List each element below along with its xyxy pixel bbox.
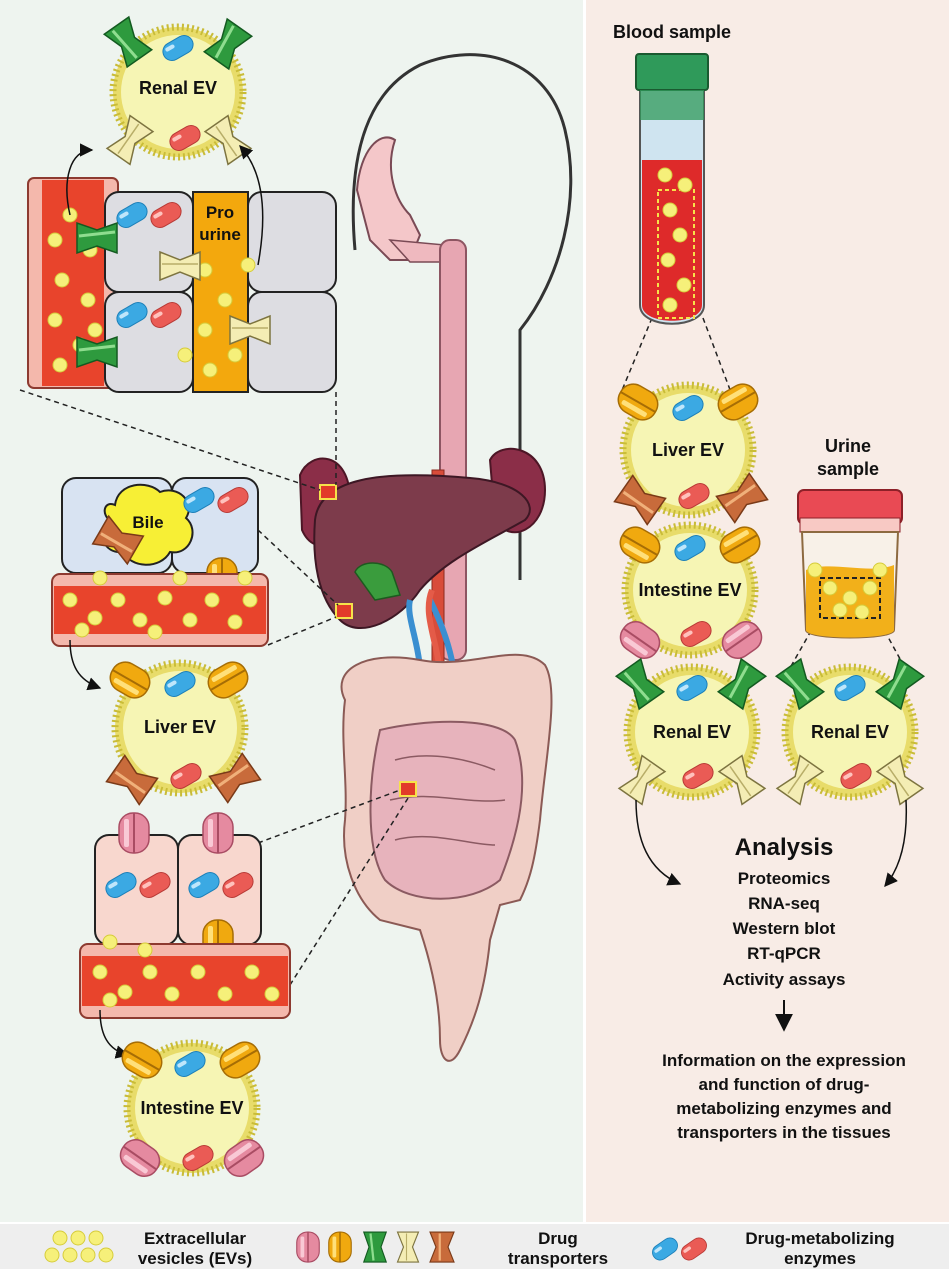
analysis-method-4: RT-qPCR [747, 944, 821, 963]
analysis-method-2: RNA-seq [748, 894, 820, 913]
legend-enzymes-line1: Drug-metabolizing [745, 1229, 894, 1248]
kidney-renal-ev-label: Renal EV [139, 78, 217, 98]
urine-sample-title-line1: Urine [825, 436, 871, 456]
bile-label: Bile [132, 513, 163, 532]
blood-intestine-ev-label: Intestine EV [638, 580, 741, 600]
blood-liver-ev-label: Liver EV [652, 440, 724, 460]
blood-renal-ev-label: Renal EV [653, 722, 731, 742]
small-intestine [370, 722, 522, 899]
pro-urine-label-line1: Pro [206, 203, 234, 222]
conclusion-line-2: and function of drug- [699, 1075, 870, 1094]
blood-sample-title: Blood sample [613, 22, 731, 42]
analysis-title: Analysis [735, 834, 834, 861]
pro-urine-label-line2: urine [199, 225, 241, 244]
legend-ev-line2: vesicles (EVs) [138, 1249, 252, 1268]
legend-ev-line1: Extracellular [144, 1229, 246, 1248]
legend-transporters-line2: transporters [508, 1249, 608, 1268]
urine-sample-title-line2: sample [817, 459, 879, 479]
conclusion-line-3: metabolizing enzymes and [676, 1099, 891, 1118]
analysis-method-3: Western blot [733, 919, 836, 938]
analysis-method-5: Activity assays [723, 970, 846, 989]
analysis-method-1: Proteomics [738, 869, 831, 888]
liver-ev-label: Liver EV [144, 717, 216, 737]
urine-renal-ev-label: Renal EV [811, 722, 889, 742]
conclusion-line-4: transporters in the tissues [677, 1123, 891, 1142]
legend-enzymes-line2: enzymes [784, 1249, 856, 1268]
legend-transporters-line1: Drug [538, 1229, 578, 1248]
conclusion-line-1: Information on the expression [662, 1051, 906, 1070]
intestine-ev-label: Intestine EV [140, 1098, 243, 1118]
